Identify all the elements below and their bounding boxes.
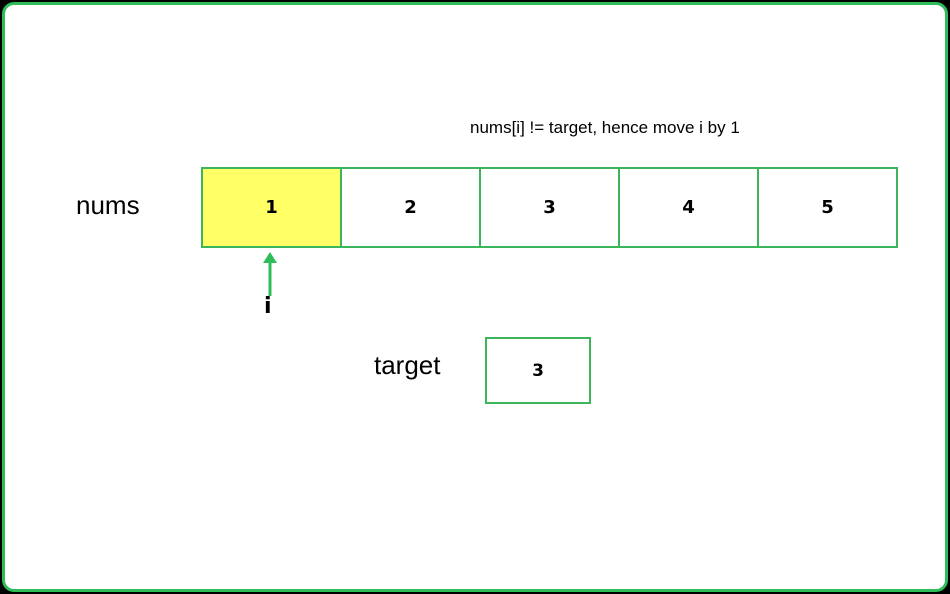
array-cell: 1 bbox=[201, 167, 342, 248]
array-cell: 4 bbox=[618, 167, 759, 248]
array-cell: 3 bbox=[479, 167, 620, 248]
step-caption: nums[i] != target, hence move i by 1 bbox=[470, 118, 740, 137]
array-cell: 2 bbox=[340, 167, 481, 248]
array-cell: 5 bbox=[757, 167, 898, 248]
target-value-box: 3 bbox=[485, 337, 591, 404]
nums-array: 1 2 3 4 5 bbox=[201, 167, 898, 248]
pointer-label: i bbox=[264, 294, 272, 319]
array-label: nums bbox=[76, 190, 140, 220]
target-label: target bbox=[374, 350, 441, 380]
pointer-arrow-icon bbox=[263, 252, 277, 296]
